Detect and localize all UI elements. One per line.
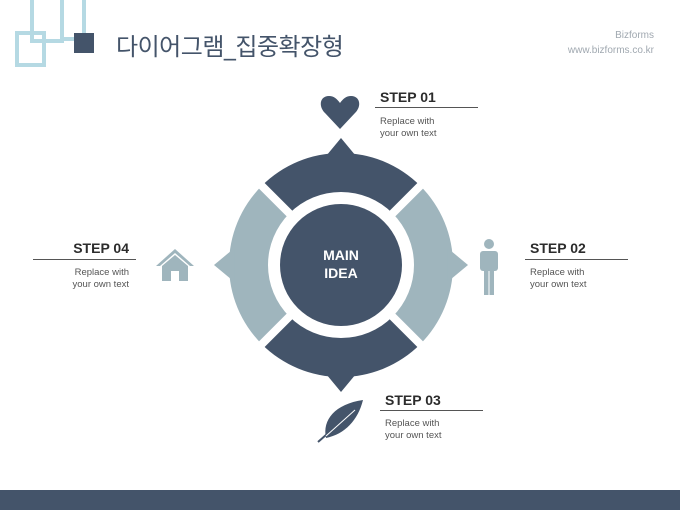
ring-gap bbox=[256, 180, 294, 218]
step-02-title: STEP 02 bbox=[530, 240, 586, 256]
person-icon bbox=[480, 239, 498, 295]
step-04-desc-line1: Replace with bbox=[74, 267, 129, 278]
ring-segment-bottom-arrow bbox=[324, 371, 358, 392]
ring-segment-right bbox=[392, 185, 453, 345]
main-idea-label: MAIN IDEA bbox=[281, 246, 401, 282]
ring-gap bbox=[388, 180, 426, 218]
step-03-title: STEP 03 bbox=[385, 392, 441, 408]
brand-url[interactable]: www.bizforms.co.kr bbox=[567, 45, 654, 56]
step-04-desc: Replace with your own text bbox=[29, 267, 130, 291]
ring-segment-left bbox=[229, 185, 290, 345]
logo-icon bbox=[15, 0, 86, 67]
ring-segment-bottom bbox=[261, 316, 421, 377]
house-icon bbox=[156, 249, 194, 281]
step-02-desc-line2: your own text bbox=[530, 279, 587, 290]
step-01-desc-line2: your own text bbox=[380, 128, 437, 139]
page-title: 다이어그램_집중확장형 bbox=[116, 33, 344, 61]
step-01-desc-line1: Replace with bbox=[380, 116, 435, 127]
brand-name: Bizforms bbox=[615, 30, 654, 41]
footer-bar bbox=[0, 490, 680, 510]
ring-segment-top bbox=[261, 153, 421, 214]
main-idea-circle bbox=[280, 204, 402, 326]
step-04-title: STEP 04 bbox=[73, 240, 129, 256]
step-03-desc-line2: your own text bbox=[385, 430, 442, 441]
step-01-divider bbox=[375, 107, 478, 108]
step-03-divider bbox=[380, 410, 483, 411]
step-03-desc-line1: Replace with bbox=[385, 418, 440, 429]
heart-icon bbox=[320, 96, 360, 129]
main-idea-line2: IDEA bbox=[324, 265, 358, 281]
step-02-divider bbox=[525, 259, 628, 260]
step-03-desc: Replace with your own text bbox=[385, 418, 442, 442]
step-02-desc-line1: Replace with bbox=[530, 267, 585, 278]
step-04-divider bbox=[33, 259, 136, 260]
ring-gap bbox=[388, 312, 426, 350]
logo-square bbox=[74, 33, 94, 53]
leaf-icon bbox=[317, 400, 363, 443]
step-01-title: STEP 01 bbox=[380, 89, 436, 105]
step-02-desc: Replace with your own text bbox=[530, 267, 587, 291]
ring-segment-right-arrow bbox=[447, 248, 468, 282]
step-01-desc: Replace with your own text bbox=[380, 116, 437, 140]
ring-segment-top-arrow bbox=[324, 138, 358, 159]
step-04-desc-line2: your own text bbox=[72, 279, 130, 290]
ring-segment-left-arrow bbox=[214, 248, 235, 282]
main-idea-line1: MAIN bbox=[323, 247, 359, 263]
ring-gap bbox=[256, 312, 294, 350]
